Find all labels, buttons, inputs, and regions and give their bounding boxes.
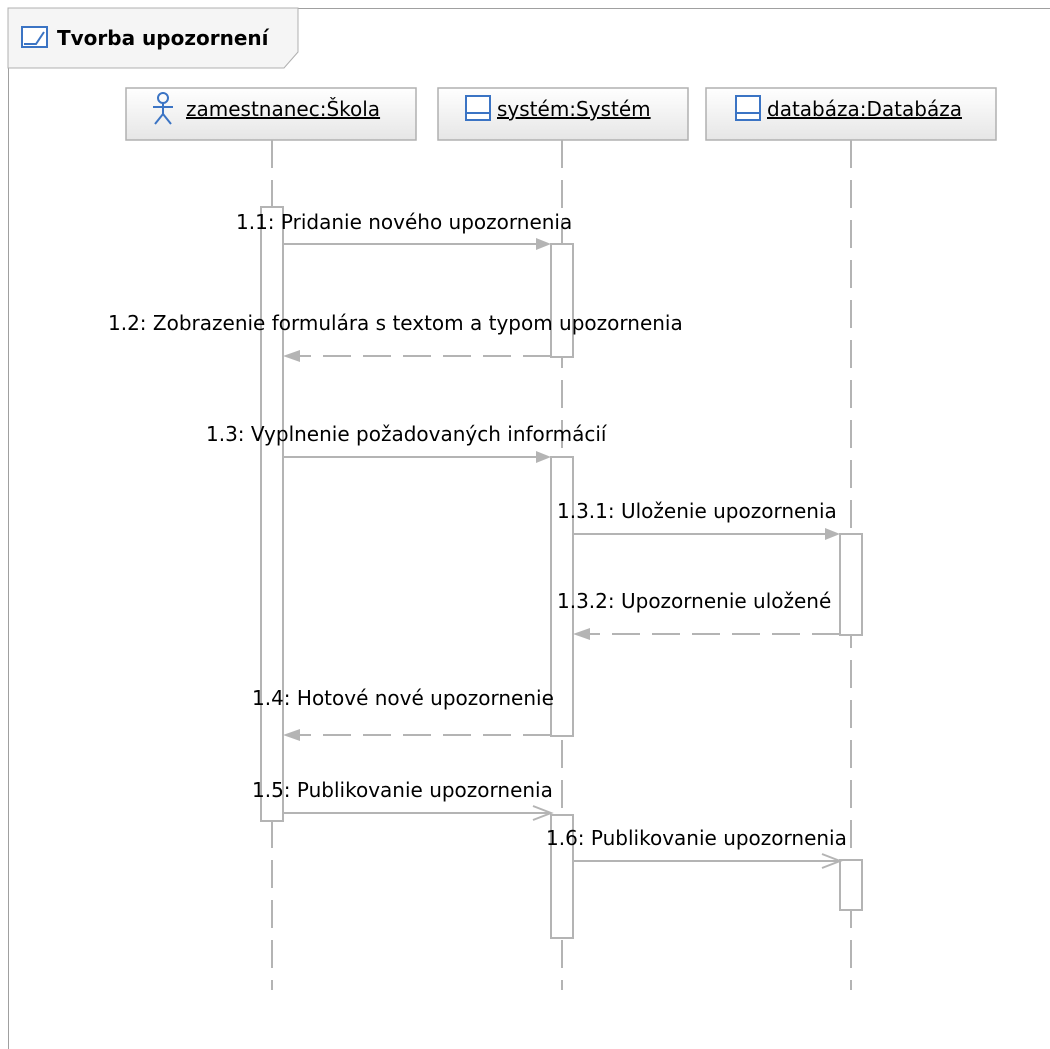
diagram-frame xyxy=(8,8,1050,1049)
activation-bar-databaza-1 xyxy=(839,533,863,636)
message-1-1[interactable]: 1.1: Pridanie nového upozornenia xyxy=(236,210,572,250)
activation-bar-system-1 xyxy=(550,243,574,358)
sequence-diagram: Tvorba upozornení zamestnanec:Škola syst… xyxy=(7,7,997,990)
class-icon xyxy=(735,95,761,121)
message-label: 1.3.2: Upozornenie uložené xyxy=(557,589,831,613)
lifeline-head-system[interactable]: systém:Systém xyxy=(437,87,689,141)
message-1-6[interactable]: 1.6: Publikovanie upozornenia xyxy=(546,826,847,869)
lifeline-head-databaza[interactable]: databáza:Databáza xyxy=(705,87,997,141)
lifeline-label-zamestnanec: zamestnanec:Škola xyxy=(186,97,380,121)
message-1-2[interactable]: 1.2: Zobrazenie formulára s textom a typ… xyxy=(108,311,683,362)
activation-bar-system-2 xyxy=(550,456,574,737)
message-label: 1.2: Zobrazenie formulára s textom a typ… xyxy=(108,311,683,335)
message-label: 1.1: Pridanie nového upozornenia xyxy=(236,210,572,234)
diagram-title: Tvorba upozornení xyxy=(57,26,270,50)
class-icon xyxy=(465,95,491,121)
activation-bar-zamestnanec xyxy=(260,206,284,822)
message-1-3-1[interactable]: 1.3.1: Uloženie upozornenia xyxy=(557,499,840,540)
message-label: 1.6: Publikovanie upozornenia xyxy=(546,826,847,850)
lifeline-label-system: systém:Systém xyxy=(497,97,651,121)
message-1-4[interactable]: 1.4: Hotové nové upozornenie xyxy=(252,686,554,741)
lifeline-label-databaza: databáza:Databáza xyxy=(767,97,962,121)
message-label: 1.3.1: Uloženie upozornenia xyxy=(557,499,837,523)
actor-icon xyxy=(153,92,173,125)
message-label: 1.4: Hotové nové upozornenie xyxy=(252,686,554,710)
message-1-3-2[interactable]: 1.3.2: Upozornenie uložené xyxy=(557,589,840,640)
diagram-icon xyxy=(21,26,48,48)
message-label: 1.3: Vyplnenie požadovaných informácií xyxy=(206,422,608,446)
lifeline-head-zamestnanec[interactable]: zamestnanec:Škola xyxy=(125,87,417,141)
title-tab xyxy=(7,7,299,69)
message-label: 1.5: Publikovanie upozornenia xyxy=(252,778,553,802)
message-1-3[interactable]: 1.3: Vyplnenie požadovaných informácií xyxy=(206,422,608,463)
activation-bar-system-3 xyxy=(550,814,574,939)
message-1-5[interactable]: 1.5: Publikovanie upozornenia xyxy=(252,778,554,821)
activation-bar-databaza-2 xyxy=(839,859,863,911)
